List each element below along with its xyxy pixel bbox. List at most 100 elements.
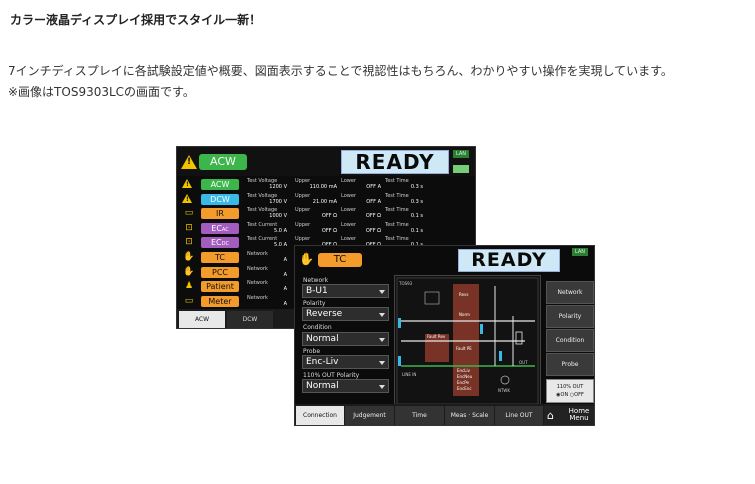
out-toggle-box[interactable]: 110% OUT ◉ON ○OFF [546,379,594,403]
radio-off-icon[interactable]: ○ [569,392,575,398]
cell-header: Test Time [385,236,409,243]
svg-text:Norm: Norm [459,312,470,317]
warning-icon [181,155,197,169]
out-polarity-label: 110% OUT Polarity [303,372,360,379]
chevron-down-icon [379,290,385,294]
polarity-dropdown[interactable]: Reverse [302,307,389,321]
svg-text:Fault Rev: Fault Rev [427,334,446,339]
cell-header: Lower [341,221,356,228]
tab-dcw[interactable]: DCW [227,311,273,328]
condition-dropdown[interactable]: Normal [302,332,389,346]
home-icon: ⌂ [547,409,554,422]
cell-header: Network [247,280,268,287]
tab-line-out[interactable]: Line OUT [495,406,543,425]
test-mode-pill[interactable]: IR [201,208,239,220]
cell-value: OFF Ω [321,227,337,234]
warning-icon [182,179,192,188]
test-mode-pill[interactable]: ECAC [201,222,239,234]
cell-header: Test Voltage [247,192,278,199]
polarity-side-button[interactable]: Polarity [546,305,594,328]
cell-header: Lower [341,192,356,199]
cell-header: Test Voltage [247,178,278,184]
tab-acw[interactable]: ACW [179,311,225,328]
mode-badge-acw[interactable]: ACW [199,154,247,170]
connection-diagram: TOS93 LINE IN OUT NTWK Fault Rev Fault P… [394,275,541,407]
svg-text:Revs: Revs [459,292,469,297]
cell-header: Upper [295,207,311,214]
person-icon: ♟ [184,281,194,292]
network-dropdown[interactable]: B-U1 [302,284,389,298]
cell-header: Lower [341,236,356,243]
headline: カラー液晶ディスプレイ採用でスタイル一新！ [10,13,262,27]
test-mode-pill[interactable]: ACW [201,179,239,190]
tab-meas-scale[interactable]: Meas · Scale [445,406,494,425]
out-polarity-dropdown[interactable]: Normal [302,379,389,393]
svg-text:EncPe: EncPe [457,380,470,385]
radio-on-label: ON [560,392,569,398]
acw-screen-header: ACW READY LAN [177,147,475,176]
cell-header: Upper [295,178,311,184]
diagram-fault-area [453,284,479,396]
probe-side-button[interactable]: Probe [546,353,594,376]
tc-screen: ✋ TC READY LAN Network B-U1 Polarity Rev… [294,245,595,426]
test-mode-pill[interactable]: DCW [201,193,239,205]
lan-badge: LAN [571,248,588,256]
cell-header: Test Time [385,207,409,214]
hand-icon: ✋ [183,252,195,262]
cell-value: 0.3 s [410,198,423,205]
test-mode-pill[interactable]: Patient [201,281,239,293]
cell-value: 0.1 s [410,213,423,220]
cell-value: OFF A [366,198,381,205]
condition-label: Condition [303,324,332,331]
tab-time[interactable]: Time [395,406,444,425]
probe-dropdown[interactable]: Enc-Liv [302,355,389,369]
cell-header: Network [247,251,268,257]
tab-connection[interactable]: Connection [296,406,344,425]
cell-header: Network [247,265,268,272]
test-mode-pill[interactable]: ECDC [201,237,239,249]
test-mode-pill[interactable]: PCC [201,266,239,278]
meter-icon: ▭ [184,295,194,306]
chevron-down-icon [379,385,385,389]
tab-judgement[interactable]: Judgement [345,406,394,425]
meter-icon: ▭ [184,208,194,219]
hand-icon: ✋ [183,266,195,277]
cell-value: OFF Ω [321,213,337,220]
cell-value: 0.1 s [410,227,423,234]
test-mode-pill[interactable]: Meter [201,295,239,307]
network-side-button[interactable]: Network [546,281,594,304]
cell-header: Upper [295,236,311,243]
test-mode-pill[interactable]: TC [201,252,239,263]
cell-value: 1000 V [269,213,287,220]
mode-badge-tc[interactable]: TC [318,253,362,267]
radio-on-icon[interactable]: ◉ [556,392,561,398]
cell-value: 110.00 mA [309,184,337,190]
chevron-down-icon [379,313,385,317]
condition-side-button[interactable]: Condition [546,329,594,352]
cell-header: Test Voltage [247,207,278,214]
